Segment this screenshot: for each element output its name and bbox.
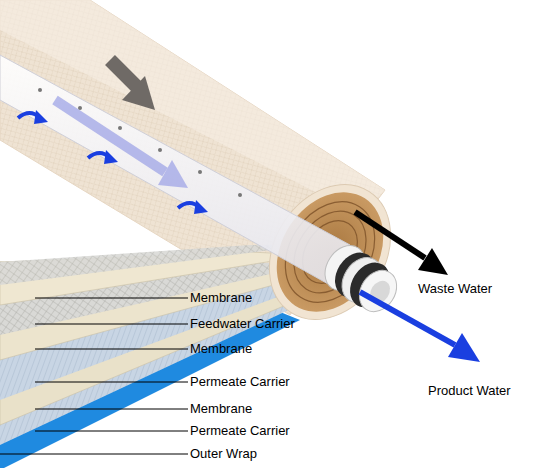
- layer-label: Permeate Carrier: [190, 423, 290, 438]
- layer-label: Membrane: [190, 401, 252, 416]
- layer-label: Membrane: [190, 290, 252, 305]
- layer-label: Membrane: [190, 341, 252, 356]
- layer-label: Permeate Carrier: [190, 374, 290, 389]
- flow-label: Waste Water: [418, 281, 492, 296]
- layer-label: Feedwater Carrier: [190, 316, 295, 331]
- flow-label: Product Water: [428, 383, 511, 398]
- layer-label: Outer Wrap: [190, 446, 257, 461]
